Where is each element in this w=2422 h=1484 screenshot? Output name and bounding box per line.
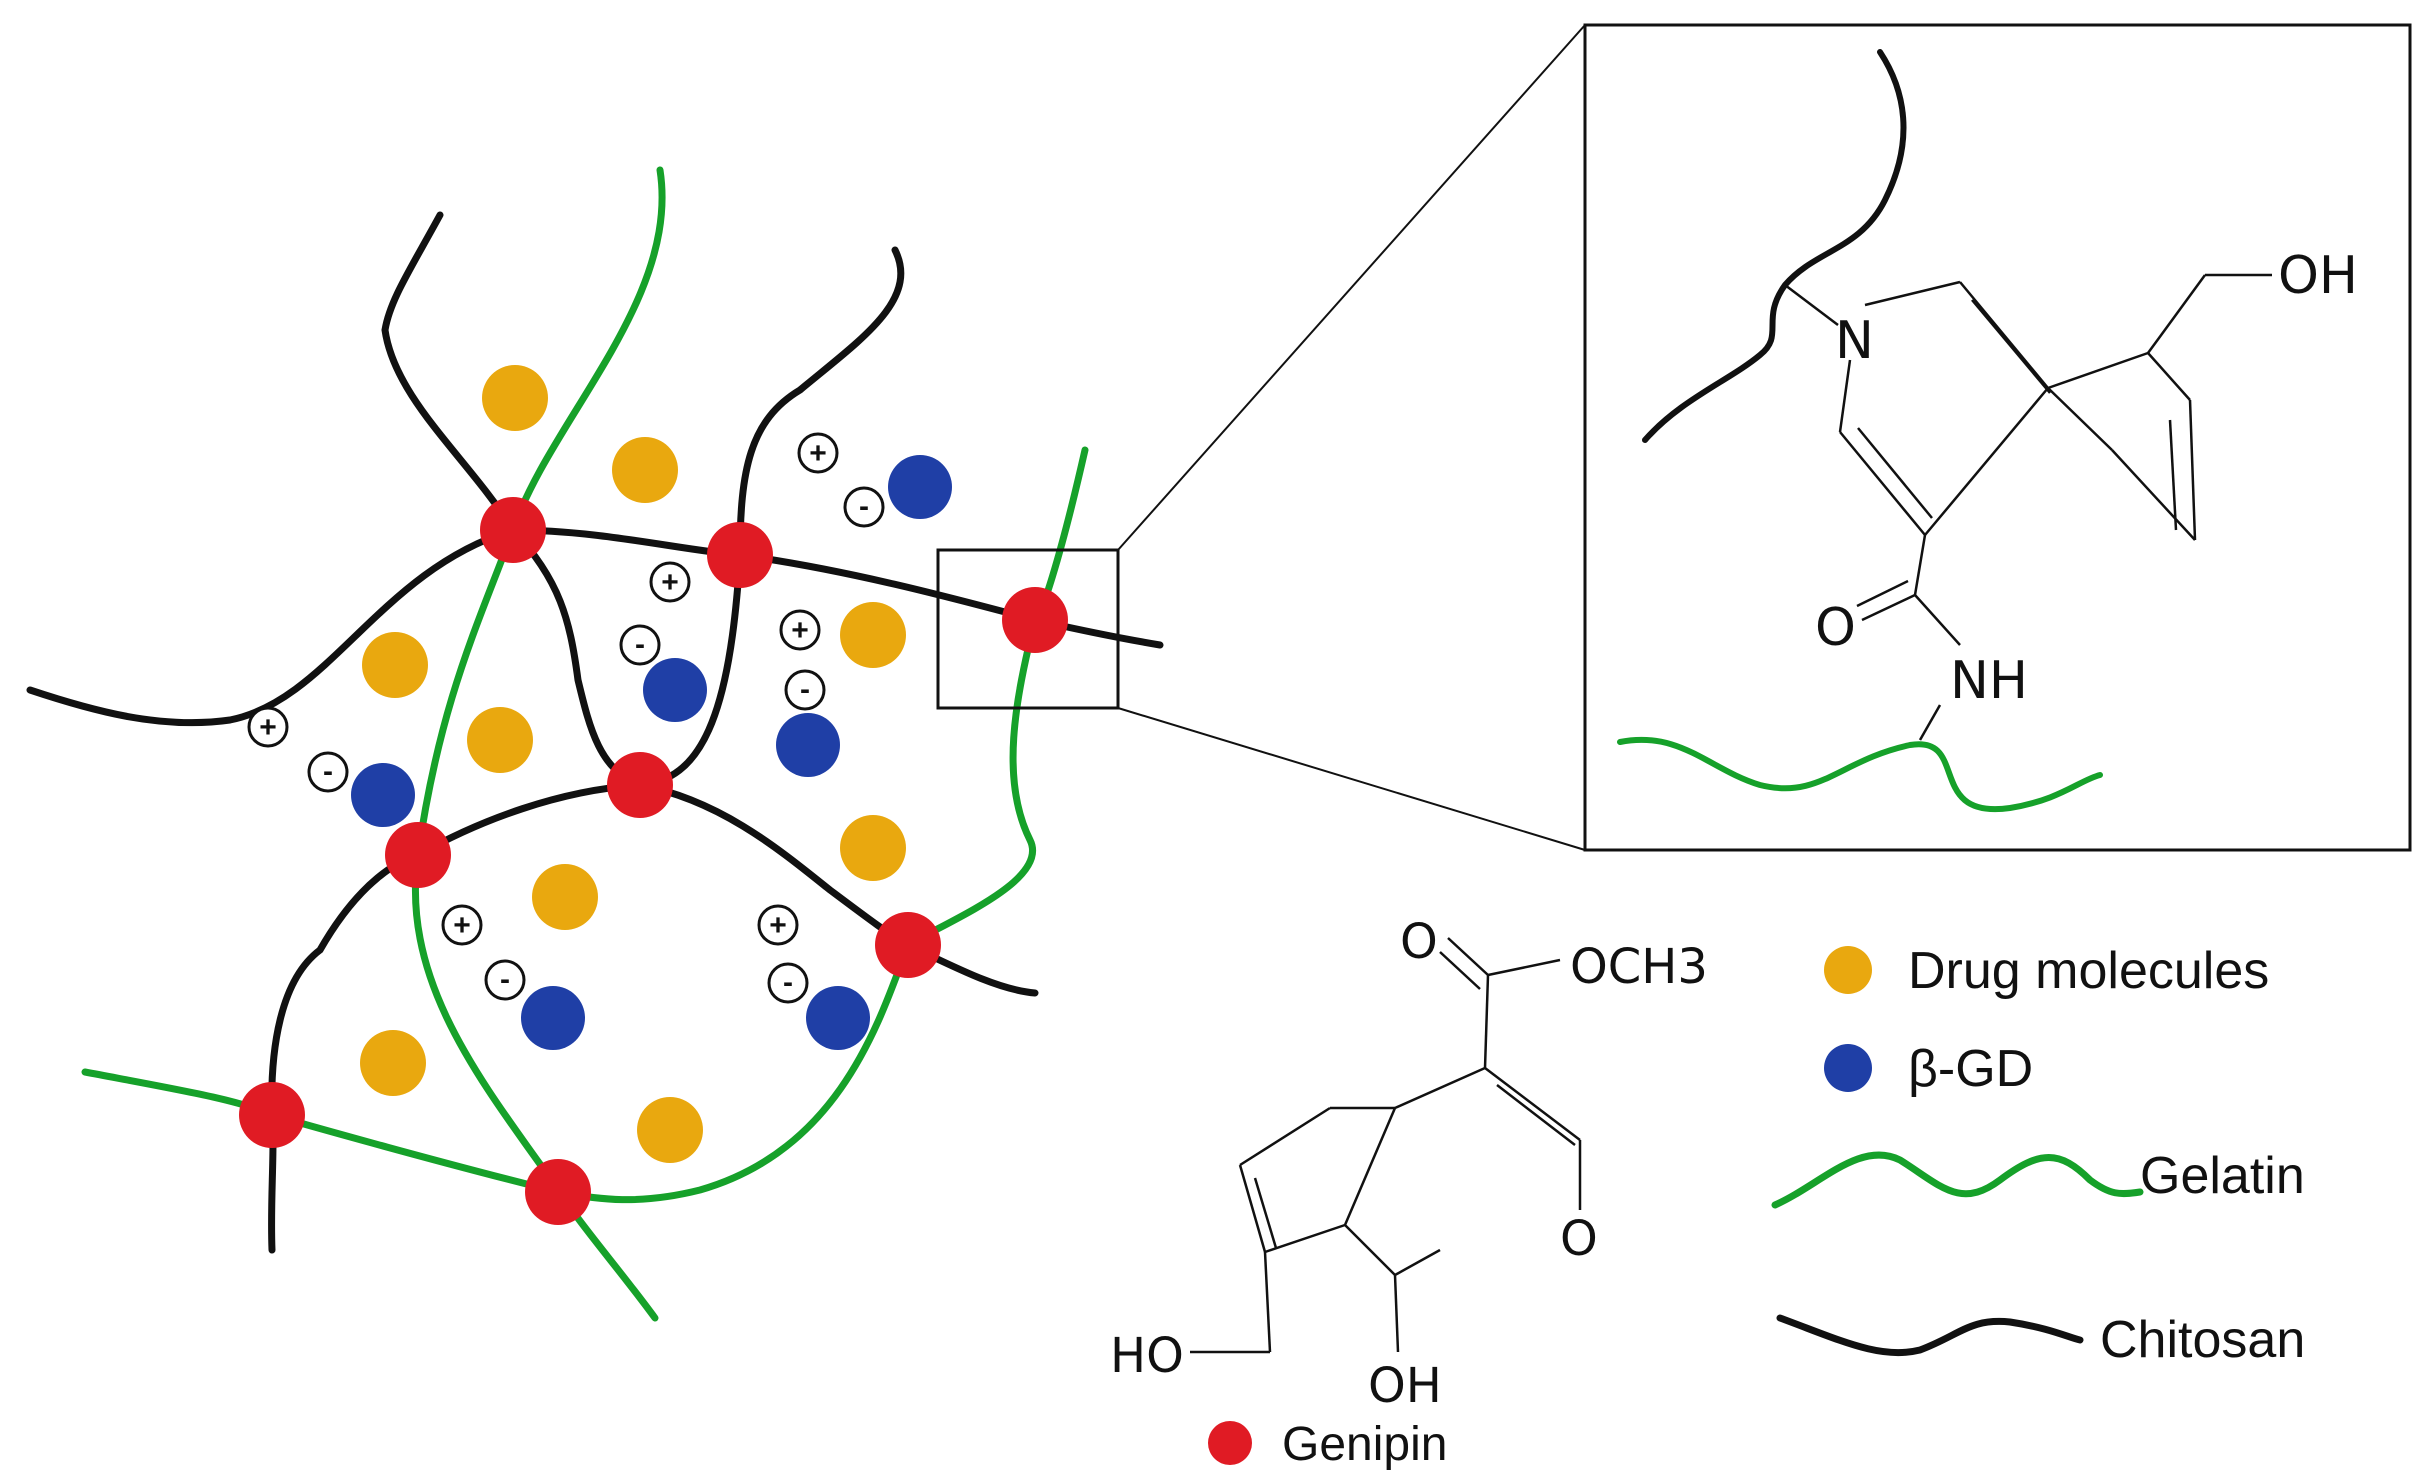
bgd-molecule <box>643 658 707 722</box>
inset-nh-label: NH <box>1950 651 2028 711</box>
genipin-och3: OCH3 <box>1570 939 1708 995</box>
gelatin-chain <box>411 166 666 1322</box>
minus-charge <box>843 486 885 528</box>
zoom-connector-top <box>1117 24 1586 551</box>
legend: Drug molecules β-GD Gelatin Chitosan Gen… <box>1208 942 2305 1471</box>
drug-molecule <box>532 864 598 930</box>
bgd-molecules <box>351 455 952 1050</box>
plus-sign: + <box>769 909 787 942</box>
chitosan-chain <box>381 211 517 534</box>
genipin-node <box>875 912 941 978</box>
drug-molecule <box>482 365 548 431</box>
plus-sign: + <box>259 711 277 744</box>
plus-charge <box>441 904 483 946</box>
plus-charge <box>757 904 799 946</box>
minus-charge <box>484 959 526 1001</box>
drug-molecule <box>360 1030 426 1096</box>
plus-sign: + <box>453 909 471 942</box>
minus-sign: - <box>800 673 810 706</box>
gelatin-legend-label: Gelatin <box>2140 1147 2305 1205</box>
zoom-selection-box <box>936 548 1120 710</box>
genipin-oh: OH <box>1368 1358 1442 1414</box>
drug-legend-marker <box>1824 946 1872 994</box>
genipin-structure-bonds <box>1190 937 1582 1354</box>
minus-sign: - <box>783 966 793 999</box>
chitosan-legend-label: Chitosan <box>2100 1311 2305 1369</box>
drug-molecule <box>612 437 678 503</box>
minus-charge <box>784 669 826 711</box>
chitosan-chain <box>268 851 422 1254</box>
charge-signs: + - + - + - + - + - + - <box>259 437 869 999</box>
genipin-carbonyl-o: O <box>1400 914 1438 970</box>
bgd-molecule <box>521 986 585 1050</box>
genipin-node <box>239 1082 305 1148</box>
drug-molecules <box>360 365 906 1163</box>
zoom-connector-bottom <box>1117 707 1586 851</box>
bgd-molecule <box>888 455 952 519</box>
plus-charge <box>649 561 691 603</box>
genipin-legend-label: Genipin <box>1282 1418 1447 1471</box>
genipin-node <box>525 1159 591 1225</box>
plus-sign: + <box>661 566 679 599</box>
inset-o-label: O <box>1815 598 1856 658</box>
zoom-inset-frame <box>1583 23 2412 852</box>
bgd-legend-label: β-GD <box>1908 1040 2033 1098</box>
zoom-inset: OH N O NH <box>1583 23 2412 852</box>
plus-sign: + <box>809 437 827 470</box>
chitosan-chain <box>736 246 905 559</box>
drug-molecule <box>362 632 428 698</box>
inset-gelatin-chain <box>1617 736 2103 813</box>
minus-charge <box>767 962 809 1004</box>
chitosan-chain <box>26 526 1164 727</box>
drug-molecule <box>467 707 533 773</box>
bgd-legend-marker <box>1824 1044 1872 1092</box>
genipin-node <box>385 822 451 888</box>
genipin-ring-o: O <box>1560 1211 1598 1267</box>
chitosan-chains <box>26 211 1164 1254</box>
genipin-node <box>707 522 773 588</box>
gelatin-chains <box>81 166 1089 1322</box>
inset-structure-bonds <box>1784 273 2272 741</box>
drug-molecule <box>840 815 906 881</box>
drug-legend-label: Drug molecules <box>1908 942 2269 1000</box>
genipin-legend-marker <box>1208 1421 1252 1465</box>
genipin-structure: O OCH3 O HO OH <box>1110 914 1708 1414</box>
genipin-node <box>480 497 546 563</box>
chitosan-chain <box>414 781 1039 997</box>
bgd-molecule <box>806 986 870 1050</box>
genipin-atom-labels: O OCH3 O HO OH <box>1110 914 1708 1414</box>
chitosan-legend-line <box>1776 1314 2084 1357</box>
minus-charge <box>619 624 661 666</box>
gelatin-legend-line <box>1771 1151 2144 1209</box>
bgd-molecule <box>776 713 840 777</box>
inset-atom-labels: OH N O NH <box>1815 246 2358 711</box>
minus-charge <box>307 751 349 793</box>
genipin-crosslinks <box>239 497 1068 1225</box>
drug-molecule <box>637 1097 703 1163</box>
minus-sign: - <box>500 963 510 996</box>
plus-charge <box>797 432 839 474</box>
minus-sign: - <box>859 490 869 523</box>
genipin-ho: HO <box>1110 1328 1184 1384</box>
genipin-node <box>1002 587 1068 653</box>
drug-molecule <box>840 602 906 668</box>
genipin-node <box>607 752 673 818</box>
plus-charge <box>779 609 821 651</box>
minus-sign: - <box>635 628 645 661</box>
charge-symbols <box>247 432 885 1004</box>
gelatin-chain <box>554 446 1089 1204</box>
inset-oh-label: OH <box>2278 246 2358 306</box>
plus-charge <box>247 706 289 748</box>
minus-sign: - <box>323 755 333 788</box>
chitosan-chain <box>509 526 744 789</box>
bgd-molecule <box>351 763 415 827</box>
plus-sign: + <box>791 614 809 647</box>
inset-n-label: N <box>1835 311 1874 371</box>
